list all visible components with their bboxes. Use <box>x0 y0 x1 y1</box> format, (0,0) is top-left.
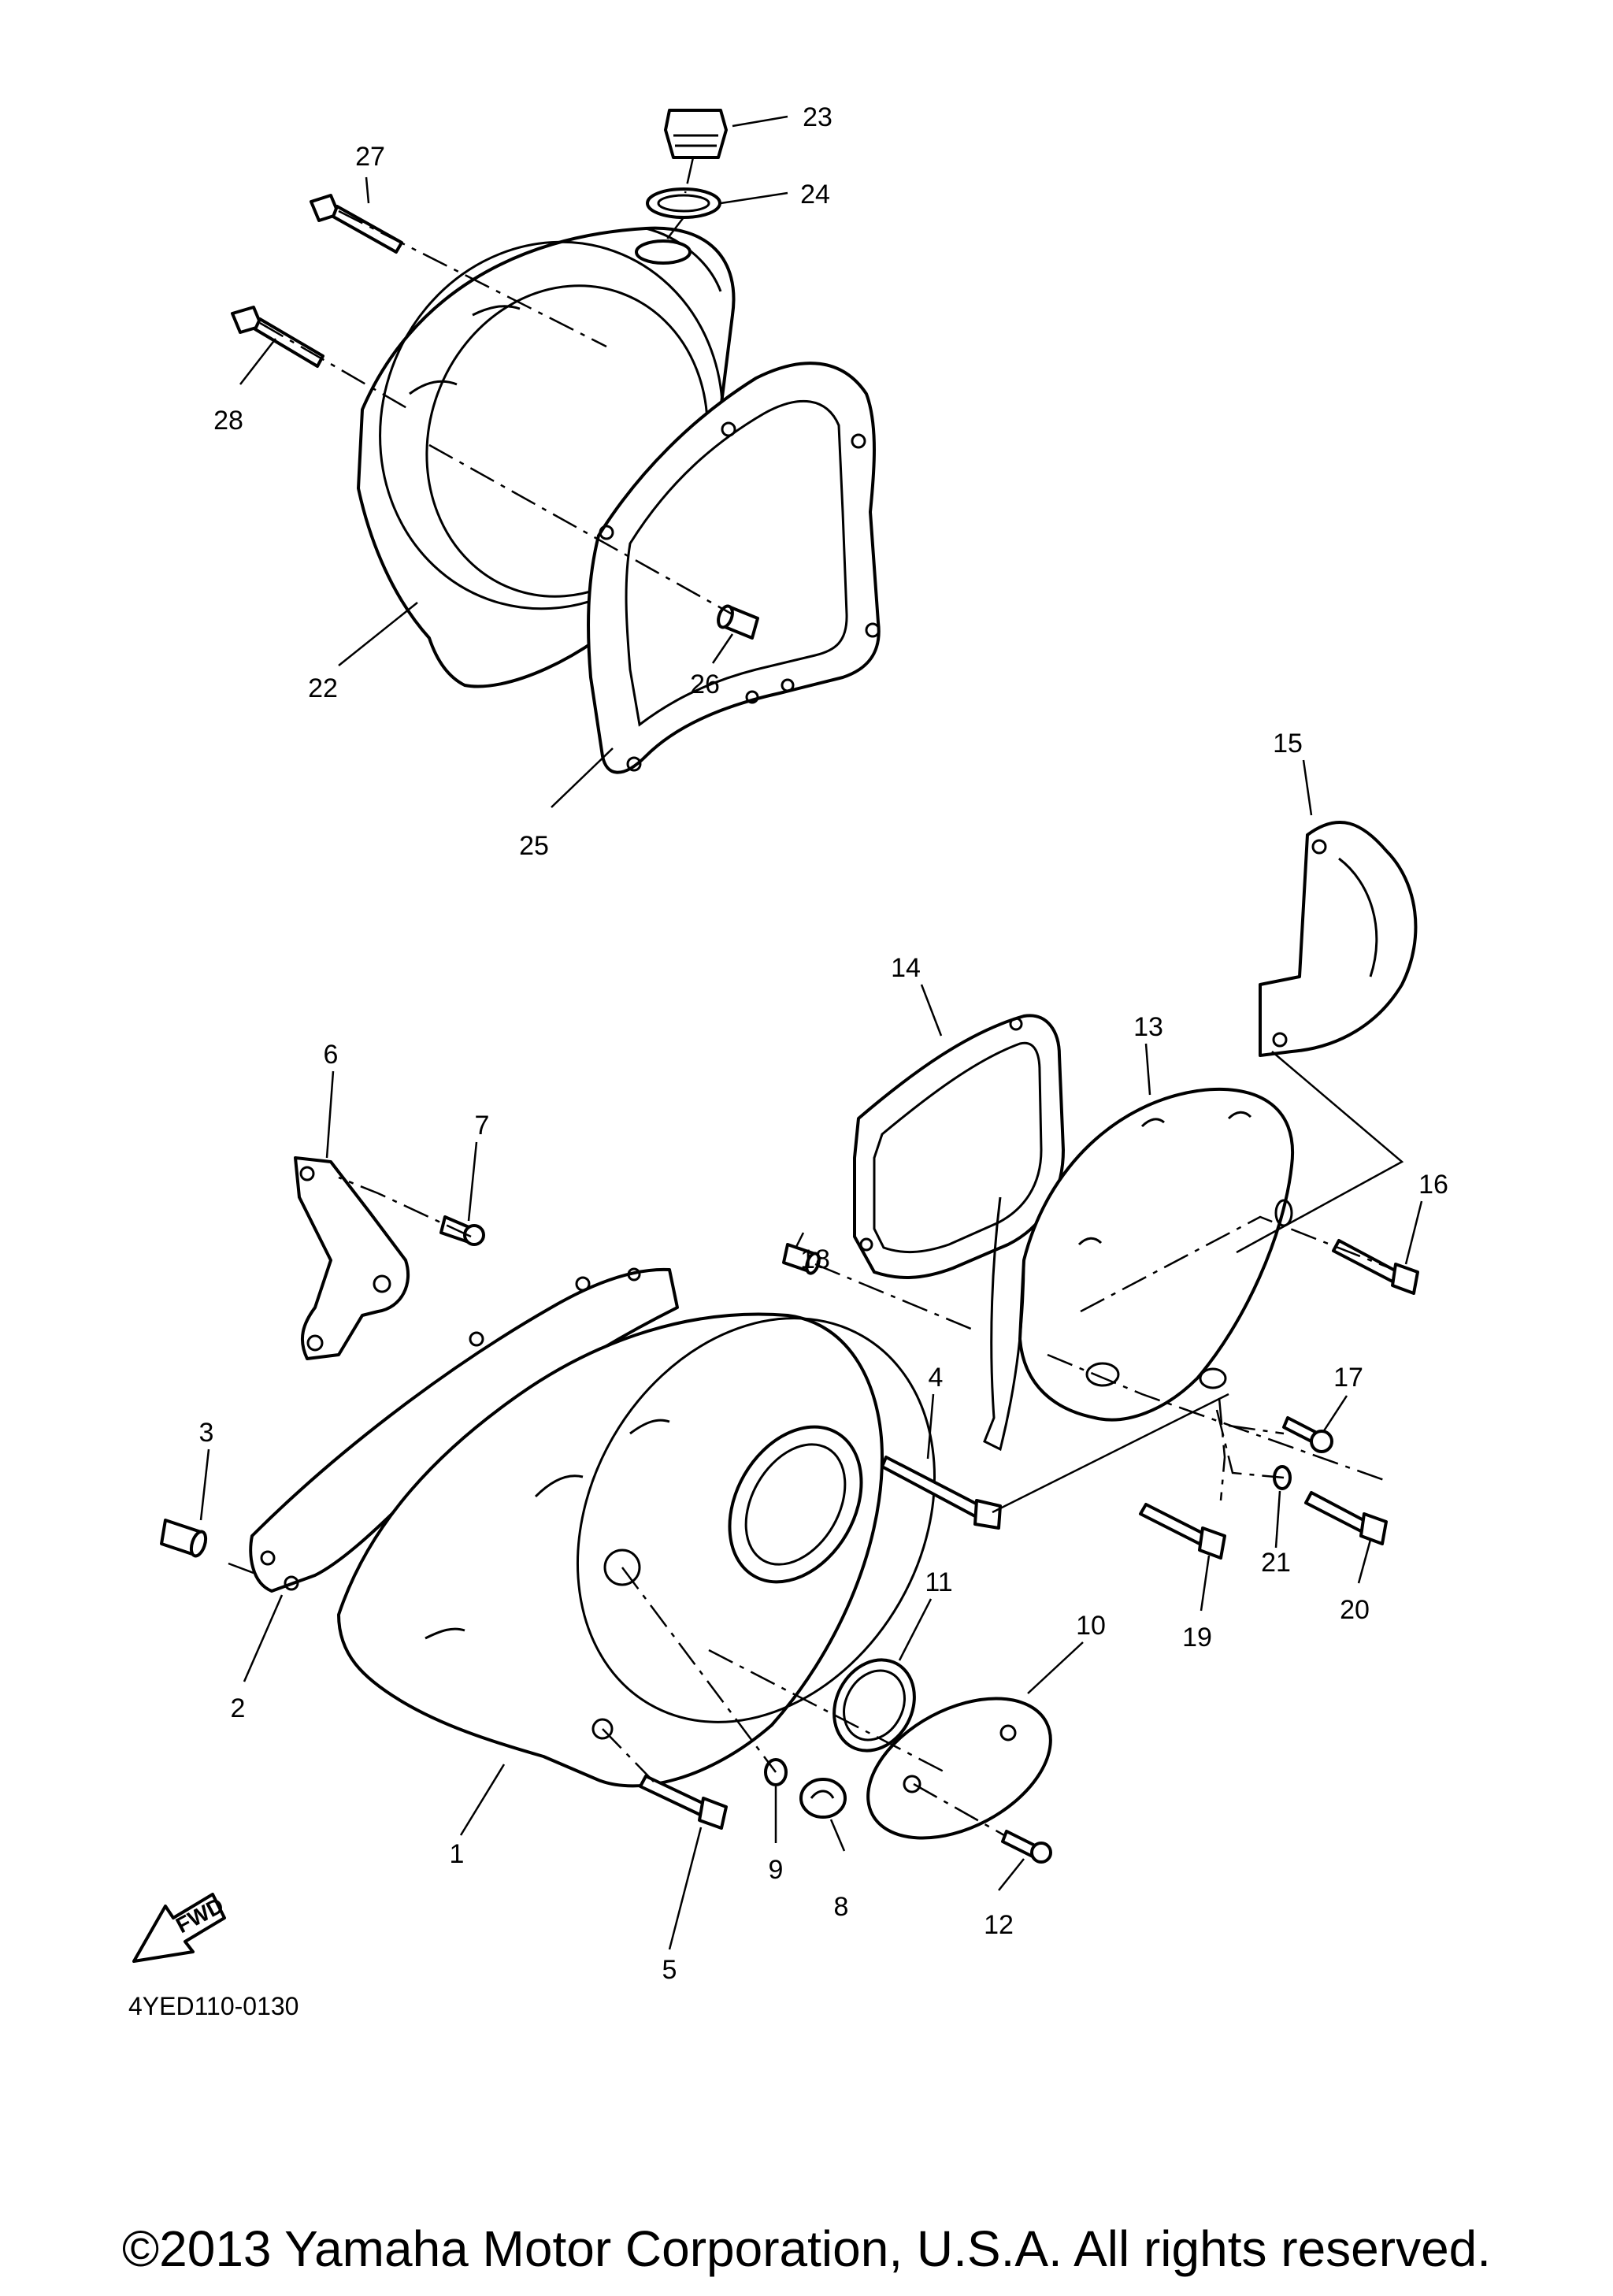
part-12-screw <box>1001 1830 1052 1864</box>
part-10-dome-cover <box>866 1697 1052 1840</box>
callout-12: 12 <box>984 1910 1014 1940</box>
callout-2: 2 <box>231 1693 246 1723</box>
fwd-arrow-icon: FWD <box>132 1893 228 1963</box>
callout-26: 26 <box>690 670 720 699</box>
callout-27: 27 <box>355 142 385 172</box>
part-4-bolt <box>881 1456 1002 1530</box>
callout-19: 19 <box>1182 1623 1212 1652</box>
part-23-oil-filler-plug <box>664 109 728 159</box>
part-25-gasket <box>587 362 881 774</box>
callout-11: 11 <box>925 1567 952 1597</box>
part-17-bolt <box>1282 1416 1333 1453</box>
callout-25: 25 <box>519 831 549 861</box>
callout-17: 17 <box>1333 1363 1363 1393</box>
callout-15: 15 <box>1273 729 1303 759</box>
copyright-notice: ©2013 Yamaha Motor Corporation, U.S.A. A… <box>121 2220 1492 2277</box>
callout-21: 21 <box>1261 1548 1291 1578</box>
callout-6: 6 <box>324 1040 339 1070</box>
callout-20: 20 <box>1340 1595 1370 1625</box>
callout-7: 7 <box>475 1111 490 1141</box>
callout-5: 5 <box>662 1955 677 1985</box>
part-3-dowel <box>160 1519 208 1558</box>
part-27-bolt <box>310 194 403 254</box>
part-15-guard <box>1259 821 1418 1057</box>
part-28-bolt <box>231 306 324 368</box>
part-13-side-cover <box>983 1087 1295 1452</box>
part-19-bolt <box>1139 1503 1226 1560</box>
callout-labels: 1 2 3 4 5 6 7 8 9 10 11 12 13 14 15 16 1… <box>199 102 1448 1985</box>
part-11-o-ring <box>832 1658 916 1753</box>
part-2-crankcase-gasket <box>249 1267 679 1593</box>
callout-24: 24 <box>800 180 830 210</box>
part-18-dowel <box>782 1243 821 1275</box>
callout-16: 16 <box>1418 1170 1448 1200</box>
callout-14: 14 <box>891 953 921 983</box>
callout-28: 28 <box>213 406 243 436</box>
assembly-lines <box>228 157 1404 1837</box>
callout-13: 13 <box>1133 1012 1163 1042</box>
callout-4: 4 <box>929 1363 944 1393</box>
part-1-crankcase-cover <box>337 1312 936 1788</box>
leader-lines <box>199 115 1423 1950</box>
part-5-bolt <box>639 1775 728 1830</box>
diagram-code: 4YED110-0130 <box>128 1992 298 2020</box>
filler-neck <box>635 239 692 265</box>
callout-22: 22 <box>308 673 338 703</box>
callout-10: 10 <box>1076 1611 1106 1641</box>
part-16-bolt <box>1332 1239 1419 1295</box>
callout-8: 8 <box>834 1892 849 1922</box>
part-24-o-ring <box>646 187 721 219</box>
part-14-cover-gasket <box>853 1014 1065 1279</box>
callout-1: 1 <box>450 1839 465 1869</box>
callout-23: 23 <box>803 102 832 132</box>
part-20-bolt <box>1304 1491 1388 1545</box>
callout-3: 3 <box>199 1418 214 1448</box>
part-7-screw <box>439 1215 485 1246</box>
callout-18: 18 <box>800 1244 830 1274</box>
part-6-bracket <box>294 1156 410 1360</box>
part-8-drain-plug <box>799 1778 847 1819</box>
callout-9: 9 <box>769 1855 784 1885</box>
